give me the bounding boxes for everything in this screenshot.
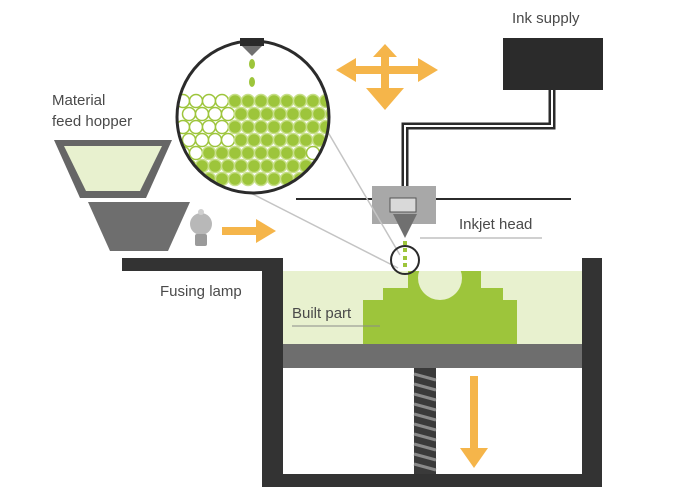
fused-particle — [253, 93, 269, 109]
loose-particle — [181, 106, 197, 122]
build-tank — [262, 258, 602, 487]
material-feed-hopper — [54, 140, 190, 251]
fused-particle — [207, 158, 223, 174]
loose-particle — [220, 106, 236, 122]
ink-tube — [401, 90, 556, 200]
fused-particle — [214, 145, 230, 161]
loose-particle — [194, 132, 210, 148]
fused-particle — [240, 145, 256, 161]
loose-particle — [188, 145, 204, 161]
loose-particle — [214, 119, 230, 135]
loose-particle — [188, 171, 204, 187]
loose-particle — [194, 106, 210, 122]
fused-particle — [292, 93, 308, 109]
fused-particle — [272, 106, 288, 122]
fused-particle — [285, 106, 301, 122]
build-platform — [283, 344, 582, 368]
fused-particle — [279, 119, 295, 135]
hopper-label-line1: Material — [52, 92, 105, 109]
ink-droplets — [403, 241, 407, 267]
fused-particle — [292, 145, 308, 161]
four-way-arrow-icon — [336, 44, 438, 110]
fused-particle — [298, 132, 314, 148]
fused-particle — [246, 132, 262, 148]
fused-particle — [253, 145, 269, 161]
fused-particle — [227, 171, 243, 187]
fused-particle — [253, 119, 269, 135]
fused-particle — [240, 119, 256, 135]
inkjet-head — [372, 186, 436, 238]
inkjet-head-label: Inkjet head — [459, 216, 532, 233]
loose-particle — [181, 132, 197, 148]
fused-particle — [285, 132, 301, 148]
fused-particle — [266, 145, 282, 161]
fused-particle — [279, 93, 295, 109]
fused-particle — [233, 106, 249, 122]
built-part-label: Built part — [292, 305, 352, 322]
fused-particle — [246, 158, 262, 174]
ink-supply-label: Ink supply — [512, 10, 580, 27]
fused-particle — [233, 158, 249, 174]
magnified-view-particles — [177, 93, 329, 187]
fused-particle — [266, 93, 282, 109]
fused-particle — [227, 119, 243, 135]
fused-particle — [246, 106, 262, 122]
magnified-view-ring — [175, 39, 331, 195]
fused-particle — [259, 158, 275, 174]
fused-particle — [220, 158, 236, 174]
loose-particle — [220, 132, 236, 148]
fused-particle — [305, 93, 321, 109]
down-arrow-icon — [460, 376, 488, 468]
fused-particle — [298, 106, 314, 122]
fused-particle — [233, 132, 249, 148]
fused-particle — [240, 171, 256, 187]
lead-screw — [413, 368, 437, 474]
loose-particle — [207, 132, 223, 148]
fused-particle — [305, 119, 321, 135]
fused-particle — [240, 93, 256, 109]
fused-particle — [253, 171, 269, 187]
loose-particle — [214, 93, 230, 109]
fused-particle — [266, 119, 282, 135]
ink-supply-box — [503, 38, 603, 90]
focus-circle — [390, 245, 420, 275]
loose-particle — [177, 171, 191, 187]
loose-particle — [305, 171, 321, 187]
loose-particle — [188, 119, 204, 135]
loose-particle — [207, 106, 223, 122]
fused-particle — [285, 158, 301, 174]
fused-particle — [318, 119, 329, 135]
fused-particle — [227, 93, 243, 109]
fused-particle — [266, 171, 282, 187]
loose-particle — [201, 93, 217, 109]
loose-particle — [188, 93, 204, 109]
fused-particle — [292, 119, 308, 135]
fused-particle — [272, 158, 288, 174]
fused-particle — [259, 132, 275, 148]
fused-particle — [227, 145, 243, 161]
right-arrow-icon — [222, 219, 276, 243]
hopper-shelf — [122, 258, 283, 271]
fused-particle — [259, 106, 275, 122]
loose-particle — [318, 171, 329, 187]
fused-particle — [201, 145, 217, 161]
fusing-lamp-label: Fusing lamp — [160, 283, 242, 300]
fused-particle — [311, 106, 327, 122]
loose-particle — [324, 158, 329, 174]
hopper-label-line2: feed hopper — [52, 113, 132, 130]
light-bulb-icon — [190, 209, 212, 246]
loose-particle — [201, 119, 217, 135]
fused-particle — [279, 145, 295, 161]
built-part-gear — [363, 271, 517, 344]
fused-particle — [272, 132, 288, 148]
